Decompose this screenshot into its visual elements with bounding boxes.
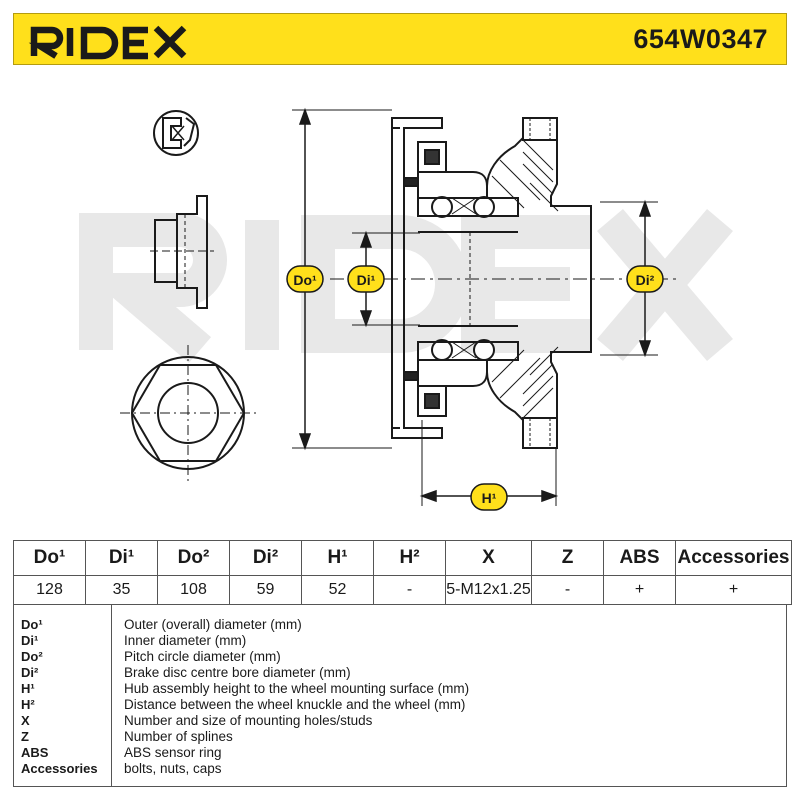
spec-header-cell: ABS — [603, 540, 676, 576]
legend-item: H¹ Hub assembly height to the wheel moun… — [14, 681, 788, 697]
legend-desc: Inner diameter (mm) — [124, 633, 247, 648]
legend-item: X Number and size of mounting holes/stud… — [14, 713, 788, 729]
legend-desc: Number of splines — [124, 729, 233, 744]
legend-desc: Number and size of mounting holes/studs — [124, 713, 373, 728]
ridex-watermark — [79, 209, 733, 363]
legend-desc: Distance between the wheel knuckle and t… — [124, 697, 466, 712]
legend-key: ABS — [21, 745, 49, 760]
part-number: 654W0347 — [633, 24, 768, 54]
legend-key: H² — [21, 697, 35, 712]
spec-header-cell: Do¹ — [13, 540, 86, 576]
spec-header-cell: H¹ — [301, 540, 374, 576]
legend-key: H¹ — [21, 681, 35, 696]
legend-key: Do¹ — [21, 617, 43, 632]
spec-value-cell: + — [675, 575, 792, 605]
spec-header-cell: H² — [373, 540, 446, 576]
legend-item: Do¹ Outer (overall) diameter (mm) — [14, 617, 788, 633]
spec-header-cell: Do² — [157, 540, 230, 576]
legend-desc: Pitch circle diameter (mm) — [124, 649, 281, 664]
svg-text:Do¹: Do¹ — [293, 272, 317, 288]
legend-desc: bolts, nuts, caps — [124, 761, 222, 776]
legend-item: Di² Brake disc centre bore diameter (mm) — [14, 665, 788, 681]
svg-text:Di¹: Di¹ — [357, 272, 376, 288]
do1-label-bubble: Do¹ — [286, 265, 324, 293]
legend-key: Di² — [21, 665, 39, 680]
legend-panel: Do¹ Outer (overall) diameter (mm) Di¹ In… — [13, 604, 787, 787]
svg-text:H¹: H¹ — [482, 490, 497, 506]
spec-value-cell: 5-M12x1.25 — [445, 575, 532, 605]
header-bar: 654W0347 — [13, 13, 787, 65]
legend-item: Accessories bolts, nuts, caps — [14, 761, 788, 777]
spec-header-cell: X — [445, 540, 532, 576]
legend-key: Z — [21, 729, 29, 744]
spec-value-row: 128 35 108 59 52 - 5-M12x1.25 - + + — [13, 575, 792, 605]
ridex-logo — [28, 25, 187, 60]
legend-item: Di¹ Inner diameter (mm) — [14, 633, 788, 649]
spec-value-cell: 52 — [301, 575, 374, 605]
spec-value-cell: - — [373, 575, 446, 605]
legend-key: X — [21, 713, 30, 728]
spec-value-cell: 59 — [229, 575, 302, 605]
technical-drawing: Do¹ Di¹ Di² H¹ — [79, 107, 733, 511]
legend-item: H² Distance between the wheel knuckle an… — [14, 697, 788, 713]
spec-table: Do¹ Di¹ Do² Di² H¹ H² X Z ABS Accessorie… — [13, 540, 792, 605]
spec-value-cell: 35 — [85, 575, 158, 605]
di2-label-bubble: Di² — [626, 265, 664, 293]
spec-header-cell: Di¹ — [85, 540, 158, 576]
legend-item: ABS ABS sensor ring — [14, 745, 788, 761]
legend-desc: ABS sensor ring — [124, 745, 222, 760]
di1-label-bubble: Di¹ — [347, 265, 385, 293]
di1-dimension-line — [352, 230, 420, 328]
hub-cross-section — [391, 117, 592, 449]
legend-key: Accessories — [21, 761, 98, 776]
legend-item: Z Number of splines — [14, 729, 788, 745]
spec-header-cell: Di² — [229, 540, 302, 576]
spec-header-cell: Accessories — [675, 540, 792, 576]
legend-desc: Brake disc centre bore diameter (mm) — [124, 665, 351, 680]
legend-key: Di¹ — [21, 633, 39, 648]
legend-key: Do² — [21, 649, 43, 664]
spec-value-cell: + — [603, 575, 676, 605]
seal-detail-icon — [153, 110, 199, 156]
spec-header-row: Do¹ Di¹ Do² Di² H¹ H² X Z ABS Accessorie… — [13, 540, 792, 576]
spec-header-cell: Z — [531, 540, 604, 576]
h1-label-bubble: H¹ — [470, 483, 508, 511]
nut-front-view-icon — [120, 345, 256, 481]
spec-value-cell: 128 — [13, 575, 86, 605]
legend-divider — [111, 605, 112, 786]
legend-desc: Hub assembly height to the wheel mountin… — [124, 681, 470, 696]
legend-desc: Outer (overall) diameter (mm) — [124, 617, 302, 632]
svg-text:Di²: Di² — [636, 272, 655, 288]
spec-value-cell: 108 — [157, 575, 230, 605]
legend-item: Do² Pitch circle diameter (mm) — [14, 649, 788, 665]
nut-side-view-icon — [150, 195, 214, 309]
spec-value-cell: - — [531, 575, 604, 605]
